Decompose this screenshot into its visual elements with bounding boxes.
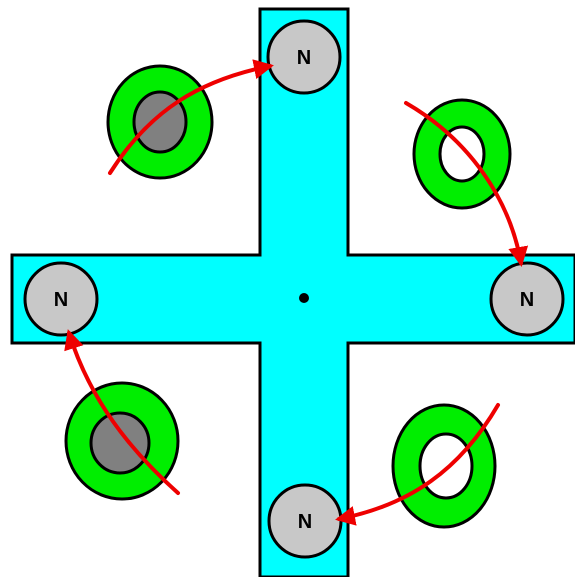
pole-disc bbox=[266, 19, 342, 95]
pole-right: N bbox=[489, 261, 565, 337]
arrow-to-left-pole bbox=[64, 329, 180, 495]
center-dot-icon bbox=[299, 293, 309, 303]
pole-label: N bbox=[54, 289, 68, 311]
arrow-to-bottom-pole bbox=[335, 403, 500, 526]
coil-core bbox=[89, 411, 151, 475]
pole-label: N bbox=[298, 511, 312, 533]
coil-upper-left bbox=[106, 64, 214, 180]
coil-lower-right bbox=[391, 403, 497, 529]
pole-top: N bbox=[266, 19, 342, 95]
rotation-arrows bbox=[64, 59, 529, 526]
pole-disc bbox=[23, 261, 99, 337]
coil-core bbox=[438, 125, 486, 183]
coil-core bbox=[418, 432, 474, 500]
coil-lower-left bbox=[64, 381, 180, 501]
pole-bottom: N bbox=[267, 483, 343, 559]
rotor-cross bbox=[10, 7, 575, 577]
rotor bbox=[10, 7, 575, 577]
arrow-to-right-pole bbox=[404, 101, 529, 267]
pole-label: N bbox=[520, 289, 534, 311]
pole-left: N bbox=[23, 261, 99, 337]
arrow-to-top-pole bbox=[108, 59, 274, 175]
pole-label: N bbox=[297, 47, 311, 69]
